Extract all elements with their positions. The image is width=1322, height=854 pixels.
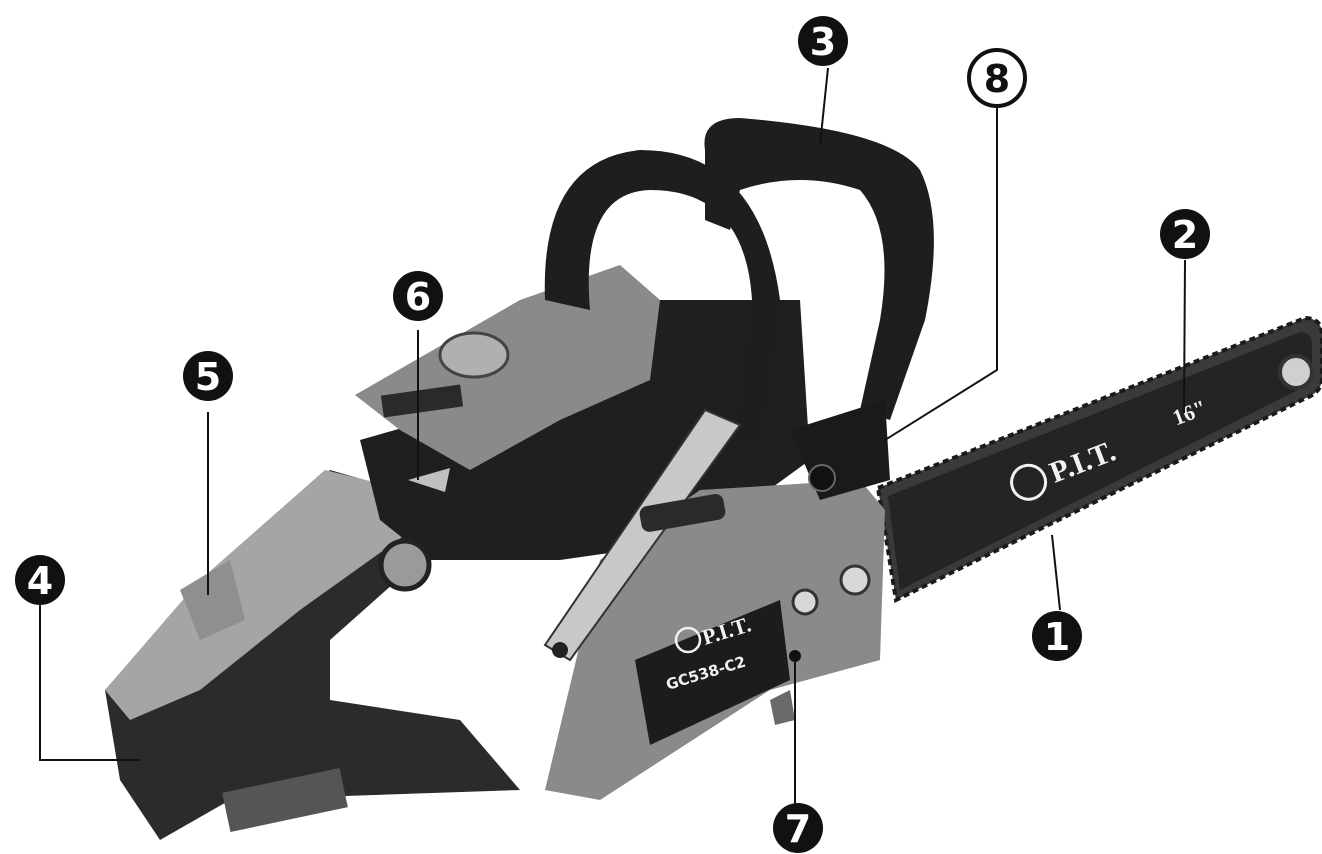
callout-7: 7: [773, 803, 823, 853]
callout-8-marker: [967, 48, 1027, 108]
leader-line-3: [819, 67, 829, 146]
callout-4-label: 4: [27, 559, 53, 603]
guide-bar: P.I.T. 16": [875, 315, 1322, 603]
front-handle: [544, 150, 780, 440]
stop-switch: [639, 493, 726, 532]
tensioner-screw-icon: [789, 650, 801, 662]
callout-7-marker: [773, 803, 823, 853]
top-cover: [355, 265, 660, 470]
callout-6-label: 6: [405, 275, 431, 319]
callout-2-label: 2: [1172, 213, 1198, 257]
callout-5-marker: [183, 351, 233, 401]
bar-nut-icon: [791, 588, 819, 616]
choke-knob-icon: [408, 468, 450, 492]
warning-label: [222, 767, 348, 833]
primer-bulb-icon: [378, 538, 432, 592]
model-plate: [635, 600, 790, 745]
front-handle-assembly: [543, 118, 934, 662]
callout-2: 2: [1160, 209, 1210, 259]
callout-3: 3: [798, 16, 848, 66]
callout-1-label: 1: [1044, 615, 1070, 659]
fuel-cap-icon: [438, 331, 510, 379]
sprocket-nose: [1278, 354, 1314, 390]
callout-1: 1: [1032, 611, 1082, 661]
callout-3-label: 3: [810, 20, 836, 64]
bar-nut-icon: [839, 564, 871, 596]
chain-brake-handguard: [704, 118, 934, 420]
handle-strap: [543, 408, 742, 662]
callout-3-marker: [798, 16, 848, 66]
callout-6-marker: [393, 271, 443, 321]
callout-8: 8: [967, 48, 1027, 108]
leader-lines: [39, 67, 1186, 810]
callout-5-label: 5: [195, 355, 221, 399]
callout-5: 5: [183, 351, 233, 401]
rear-handle-grip: [105, 470, 412, 720]
strap-bolt-icon: [552, 642, 568, 658]
leader-line-4: [39, 600, 140, 761]
leader-line-2: [1183, 259, 1186, 414]
leader-line-1: [1051, 534, 1061, 611]
callout-1-marker: [1032, 611, 1082, 661]
brake-pivot-icon: [808, 464, 836, 492]
callout-2-marker: [1160, 209, 1210, 259]
callout-4-marker: [15, 555, 65, 605]
leader-line-8: [884, 106, 998, 441]
callout-7-label: 7: [785, 807, 811, 851]
chain-catcher: [770, 690, 795, 725]
cover-logo-icon: [674, 626, 702, 654]
cover-label: [380, 384, 464, 418]
throttle-trigger: [180, 560, 245, 640]
bar-body: [888, 332, 1312, 590]
callout-4: 4: [15, 555, 65, 605]
callout-6: 6: [393, 271, 443, 321]
callout-8-label: 8: [984, 57, 1010, 101]
pit-logo-icon: [1010, 463, 1048, 501]
